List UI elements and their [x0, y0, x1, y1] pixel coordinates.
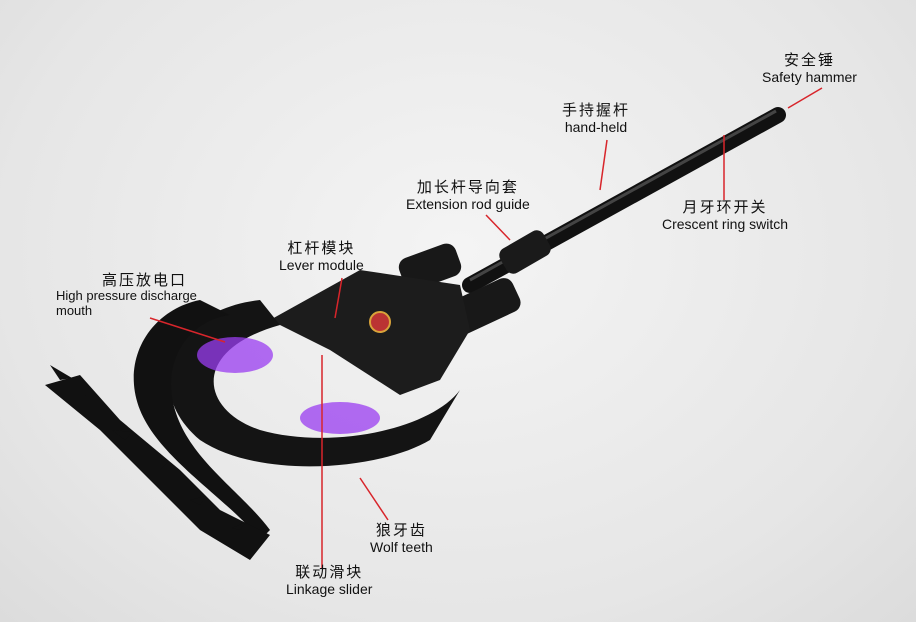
- label-en: Crescent ring switch: [662, 216, 789, 233]
- extension-rod-guide: [499, 230, 551, 274]
- label-zh: 杠杆模块: [287, 240, 356, 257]
- label-safety-hammer: 安全锤 Safety hammer: [762, 52, 857, 85]
- label-linkage-slider: 联动滑块 Linkage slider: [286, 564, 372, 597]
- label-crescent-ring-switch: 月牙环开关 Crescent ring switch: [662, 199, 788, 232]
- label-zh: 狼牙齿: [375, 522, 427, 539]
- leader-lines: [149, 87, 823, 568]
- label-wolf-teeth: 狼牙齿 Wolf teeth: [370, 522, 433, 555]
- label-en: Safety hammer: [762, 69, 857, 86]
- label-en-2: mouth: [56, 303, 93, 319]
- label-en: Linkage slider: [286, 581, 373, 598]
- label-en: Lever module: [279, 257, 364, 274]
- discharge-arc: [197, 337, 380, 434]
- label-zh: 手持握杆: [562, 102, 631, 119]
- label-lever-module: 杠杆模块 Lever module: [279, 240, 364, 273]
- label-en: Extension rod guide: [406, 196, 530, 213]
- label-zh: 加长杆导向套: [416, 179, 519, 196]
- lever-module: [270, 270, 470, 395]
- label-en: hand-held: [564, 119, 628, 136]
- label-hand-held: 手持握杆 hand-held: [562, 102, 630, 135]
- label-zh: 高压放电口: [102, 272, 188, 289]
- label-en: Wolf teeth: [370, 539, 433, 556]
- label-high-pressure-discharge: 高压放电口 High pressure discharge mouth: [56, 272, 197, 319]
- label-en: High pressure discharge: [56, 288, 197, 304]
- label-zh: 安全锤: [783, 52, 835, 69]
- label-extension-rod-guide: 加长杆导向套 Extension rod guide: [406, 179, 530, 212]
- crescent-ring: [168, 300, 460, 467]
- label-zh: 联动滑块: [295, 564, 364, 581]
- label-zh: 月牙环开关: [682, 199, 768, 216]
